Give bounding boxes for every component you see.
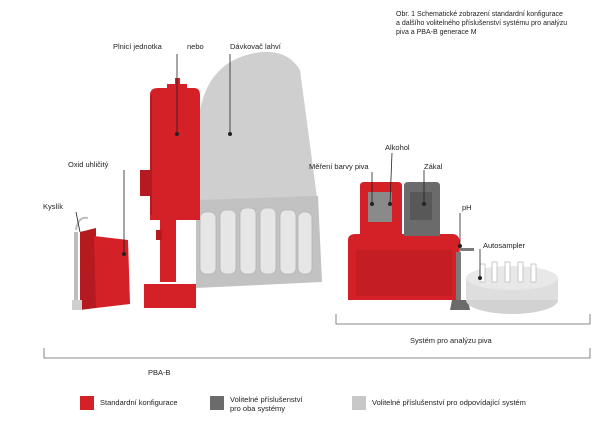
legend-label: pro oba systémy (230, 404, 286, 413)
label-or: nebo (187, 42, 204, 51)
label-pba-b: PBA-B (148, 368, 171, 377)
label-autosampler: Autosampler (483, 241, 526, 250)
caption-line: a dalšího volitelného příslušenství syst… (396, 20, 568, 27)
label-filling-unit: Plnicí jednotka (113, 42, 162, 51)
label-color-measurement: Měření barvy piva (309, 162, 369, 171)
legend-optional-both: Volitelné příslušenství pro oba systémy (230, 395, 303, 413)
legend-swatch-standard (80, 396, 94, 410)
legend-optional-system: Volitelné příslušenství pro odpovídající… (372, 398, 526, 407)
legend-swatch-optional-system (352, 396, 366, 410)
legend-label: Volitelné příslušenství pro odpovídající… (372, 398, 526, 407)
label-alcohol: Alkohol (385, 143, 410, 152)
caption-line: piva a PBA-B generace M (396, 29, 477, 36)
label-oxygen: Kyslík (43, 202, 64, 211)
beer-analyzer (348, 182, 460, 300)
label-turbidity: Zákal (424, 162, 443, 171)
autosampler (466, 261, 558, 314)
label-beer-analysis-system: Systém pro analýzu piva (410, 336, 492, 345)
caption-line: Obr. 1 Schematické zobrazení standardní … (396, 11, 563, 18)
legend-label: Standardní konfigurace (100, 398, 178, 407)
label-ph: pH (462, 203, 472, 212)
legend-label: Volitelné příslušenství (230, 395, 303, 404)
label-carbon-dioxide: Oxid uhličitý (68, 160, 109, 169)
figure-caption: Obr. 1 Schematické zobrazení standardní … (396, 10, 596, 37)
legend-standard: Standardní konfigurace (100, 398, 178, 407)
label-bottle-sampler: Dávkovač lahví (230, 42, 281, 51)
filling-unit (140, 78, 200, 308)
ph-meter (450, 248, 474, 310)
legend-swatch-optional-both (210, 396, 224, 410)
bottle-sampler (196, 51, 322, 288)
system-brackets (43, 314, 591, 359)
oxygen-co2-meter (72, 216, 130, 310)
leader-lines (75, 54, 481, 278)
